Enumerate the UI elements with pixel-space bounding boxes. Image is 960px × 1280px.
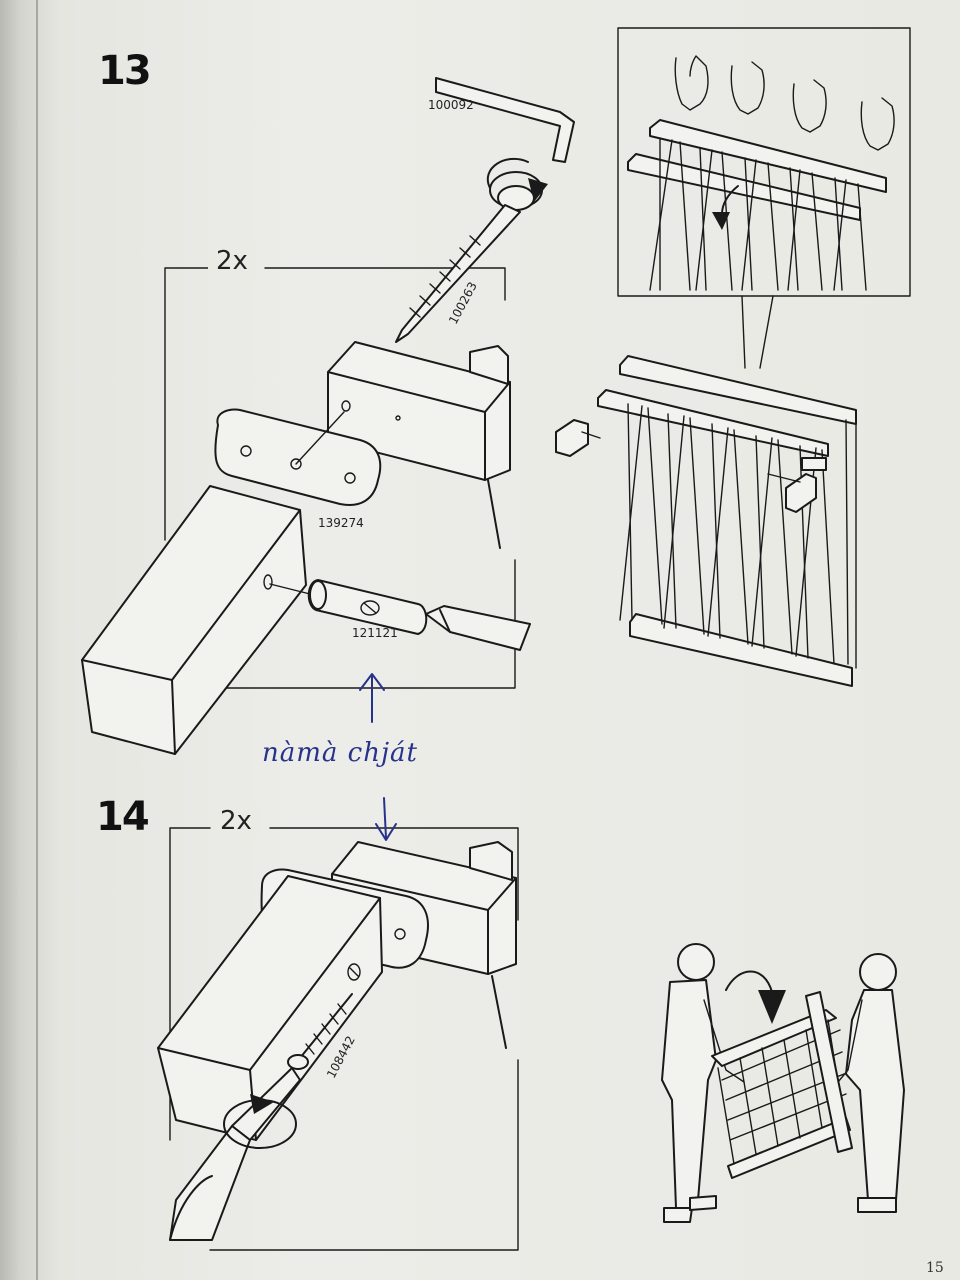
people-flipping-illustration bbox=[661, 943, 905, 1223]
handwritten-note: nàmà chját bbox=[262, 738, 418, 768]
slat-panel bbox=[555, 355, 857, 687]
rotate-arrow-icon bbox=[223, 1094, 297, 1149]
step-14-number: 14 bbox=[96, 794, 150, 840]
bed-leg bbox=[157, 875, 383, 1141]
step-13-multiplier: 2x bbox=[208, 246, 256, 276]
part-number-plate: 139274 bbox=[318, 516, 364, 530]
allen-key-icon bbox=[435, 77, 575, 163]
barrel-nut-part bbox=[307, 579, 428, 635]
screwdriver-tool bbox=[425, 605, 531, 651]
bolt-part bbox=[395, 185, 535, 343]
part-number-barrel-nut: 121121 bbox=[352, 626, 398, 640]
inset-slat-panel bbox=[627, 119, 887, 291]
handwritten-arrows bbox=[359, 673, 397, 841]
screw-part bbox=[287, 993, 353, 1070]
flip-arrow-icon bbox=[725, 970, 786, 1024]
inset-frame bbox=[617, 27, 911, 369]
step13-bracket-frame bbox=[164, 267, 516, 689]
step-13-number: 13 bbox=[98, 48, 152, 94]
pointing-hand-icon bbox=[674, 55, 895, 151]
book-spine bbox=[36, 0, 38, 1280]
mounting-plate bbox=[214, 408, 382, 506]
rail-block bbox=[327, 341, 511, 549]
step-14-multiplier: 2x bbox=[212, 806, 260, 836]
part-number-allen-key: 100092 bbox=[428, 98, 474, 112]
page-number: 15 bbox=[926, 1260, 944, 1276]
bed-leg bbox=[81, 485, 319, 755]
